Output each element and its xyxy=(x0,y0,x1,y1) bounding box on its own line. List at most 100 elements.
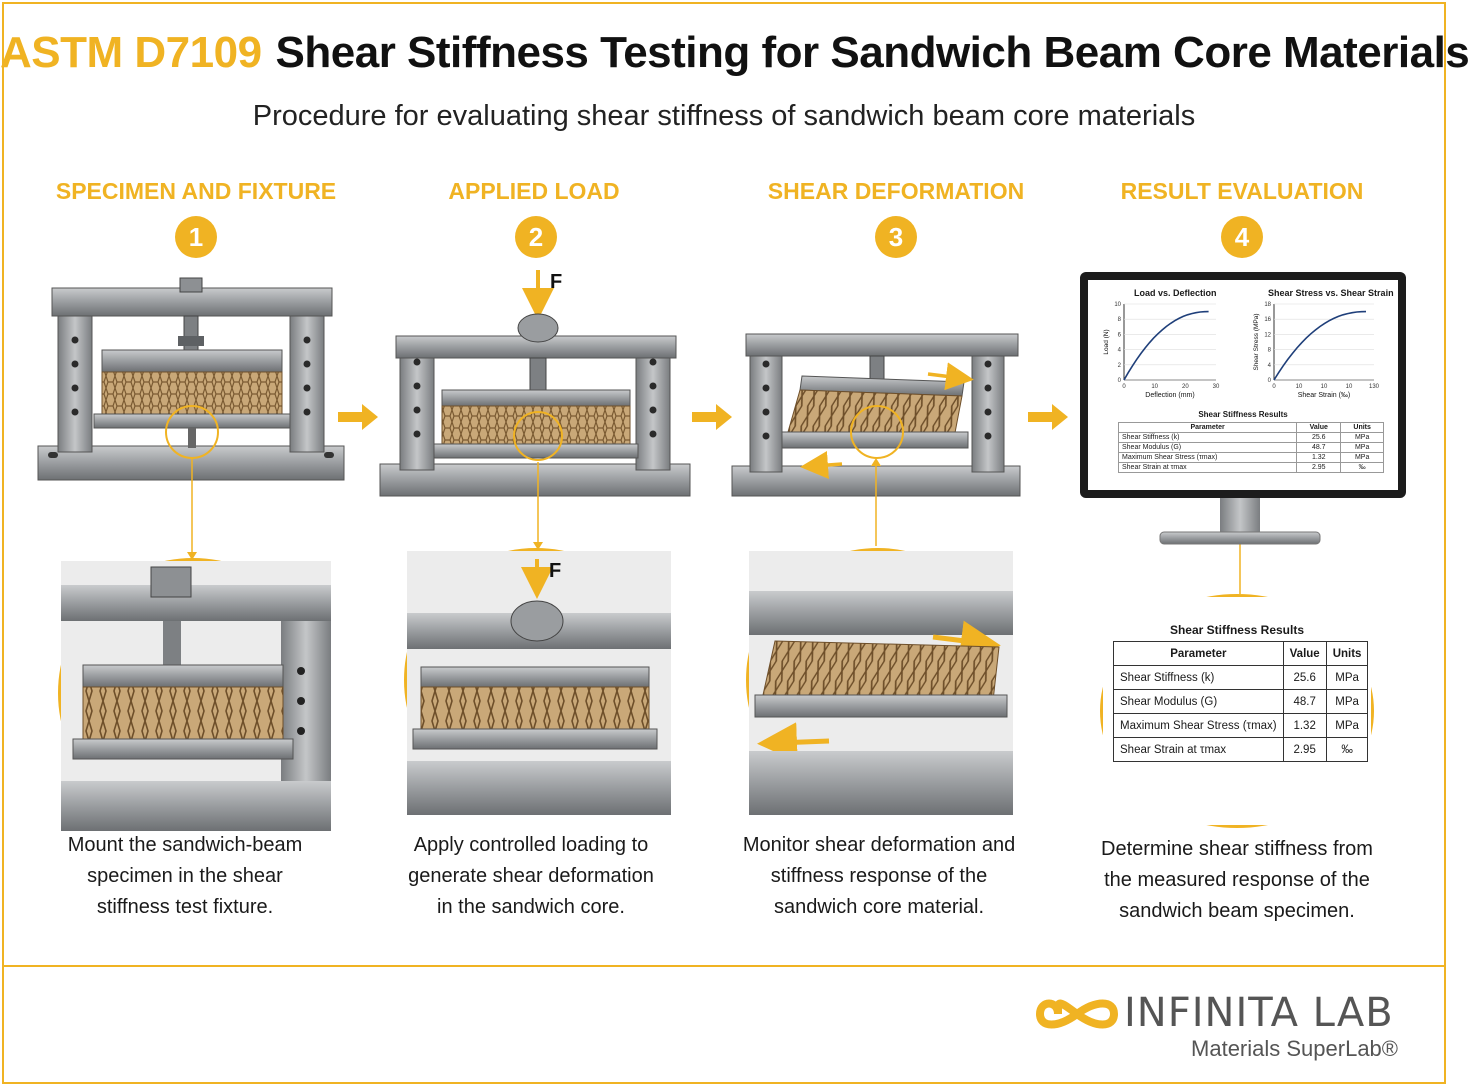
zoom-3-illustration xyxy=(749,551,1013,815)
col-value: Value xyxy=(1282,641,1327,666)
caption-line: Monitor shear deformation and xyxy=(742,834,1016,856)
monitor-cell: 25.6 xyxy=(1296,432,1342,443)
brand-name: INFINITA LAB xyxy=(1124,990,1394,1036)
monitor-cell: MPa xyxy=(1340,452,1384,463)
step-2-number: 2 xyxy=(515,216,557,258)
step-3-caption: Monitor shear deformation and stiffness … xyxy=(714,830,1044,923)
stress-chart-curve xyxy=(1273,310,1367,381)
zoom-results-table: Parameter Value Units Shear Stiffness (k… xyxy=(1113,641,1369,762)
monitor-results-title: Shear Stiffness Results xyxy=(1198,410,1288,419)
flow-arrow-3 xyxy=(1028,404,1068,430)
col-units: Units xyxy=(1325,641,1369,666)
monitor-cell: MPa xyxy=(1340,432,1384,443)
caption-line: the measured response of the xyxy=(1104,869,1370,891)
step-3-heading: SHEAR DEFORMATION xyxy=(767,178,1025,204)
zoom-circle-3 xyxy=(746,548,1013,815)
table-cell: Maximum Shear Stress (τmax) xyxy=(1113,713,1284,738)
monitor-stand xyxy=(1159,498,1321,545)
monitor-cell: 2.95 xyxy=(1296,462,1342,473)
col-parameter: Parameter xyxy=(1113,641,1284,666)
zoom-circle-4: Shear Stiffness Results Parameter Value … xyxy=(1100,594,1374,828)
monitor-row: Maximum Shear Stress (τmax) 1.32 MPa xyxy=(1117,452,1384,463)
flow-arrow-2 xyxy=(692,404,732,430)
stress-chart-y-tick: 8 xyxy=(1268,348,1272,354)
load-chart-x-tick: 10 xyxy=(1151,384,1158,390)
caption-line: Determine shear stiffness from xyxy=(1101,838,1373,860)
right-chart-title: Shear Stress vs. Shear Strain xyxy=(1268,288,1394,298)
stress-chart-x-tick: 10 xyxy=(1346,384,1353,390)
table-row: Shear Modulus (G) 48.7 MPa xyxy=(1113,689,1369,714)
title-text: Shear Stiffness Testing for Sandwich Bea… xyxy=(275,28,1469,77)
brand-logo: INFINITA LAB Materials SuperLab® xyxy=(1035,986,1398,1066)
monitor-display: Load vs. Deflection Shear Stress vs. She… xyxy=(1088,280,1398,490)
caption-line: sandwich beam specimen. xyxy=(1119,900,1355,922)
load-chart-y-tick: 0 xyxy=(1118,378,1122,384)
stress-chart-y-tick: 0 xyxy=(1268,378,1272,384)
load-chart-x-label: Deflection (mm) xyxy=(1145,392,1194,399)
step-3-number: 3 xyxy=(875,216,917,258)
caption-line: Mount the sandwich-beam xyxy=(67,834,303,856)
step-1-number: 1 xyxy=(175,216,217,258)
stress-chart-y-tick: 12 xyxy=(1264,332,1271,338)
load-chart-x-tick: 30 xyxy=(1213,384,1220,390)
table-cell: Shear Stiffness (k) xyxy=(1113,665,1284,690)
step-4-caption: Determine shear stiffness from the measu… xyxy=(1072,834,1402,927)
stress-chart-x-tick: 10 xyxy=(1321,384,1328,390)
monitor-cell: 48.7 xyxy=(1296,442,1342,453)
results-monitor: Load vs. Deflection Shear Stress vs. She… xyxy=(1080,272,1406,498)
monitor-cell: Shear Stiffness (k) xyxy=(1117,432,1298,443)
table-cell: Shear Modulus (G) xyxy=(1113,689,1284,714)
left-chart-title: Load vs. Deflection xyxy=(1134,288,1217,298)
zoom-2-illustration: F xyxy=(407,551,671,815)
table-cell: MPa xyxy=(1325,689,1369,714)
step-4-heading: RESULT EVALUATION xyxy=(1120,178,1364,204)
step-2-heading: APPLIED LOAD xyxy=(448,178,620,204)
load-chart-y-tick: 2 xyxy=(1118,363,1122,369)
stress-chart-x-tick: 130 xyxy=(1369,384,1380,390)
caption-line: specimen in the shear xyxy=(87,865,283,887)
monitor-col-parameter: Parameter xyxy=(1117,422,1298,433)
load-chart-x-tick: 0 xyxy=(1122,384,1126,390)
table-cell: ‰ xyxy=(1325,737,1369,762)
caption-line: Apply controlled loading to xyxy=(413,834,649,856)
fixture-2-illustration: F xyxy=(379,270,691,497)
stress-chart-x-tick: 0 xyxy=(1272,384,1276,390)
monitor-row: Shear Stiffness (k) 25.6 MPa xyxy=(1117,432,1384,443)
table-row: Shear Stiffness (k) 25.6 MPa xyxy=(1113,665,1369,690)
step-1-heading: SPECIMEN AND FIXTURE xyxy=(55,178,337,204)
stress-chart-x-tick: 10 xyxy=(1296,384,1303,390)
page-frame xyxy=(2,2,1446,1084)
monitor-col-units: Units xyxy=(1340,422,1384,433)
zoom-circle-2: F xyxy=(404,548,671,815)
stress-chart-y-label: Shear Stress (MPa) xyxy=(1253,313,1260,370)
table-cell: 48.7 xyxy=(1282,689,1327,714)
caption-line: stiffness response of the xyxy=(770,865,988,887)
caption-line: in the sandwich core. xyxy=(437,896,625,918)
step-4-number: 4 xyxy=(1221,216,1263,258)
monitor-cell: ‰ xyxy=(1340,462,1384,473)
monitor-cell: Shear Strain at τmax xyxy=(1117,462,1298,473)
monitor-cell: Maximum Shear Stress (τmax) xyxy=(1117,452,1298,463)
footer-divider xyxy=(2,965,1446,967)
caption-line: stiffness test fixture. xyxy=(96,896,274,918)
zoom-circle-1 xyxy=(58,558,331,831)
load-chart-y-tick: 10 xyxy=(1114,302,1121,308)
stress-chart-y-tick: 4 xyxy=(1268,363,1272,369)
standard-code: ASTM D7109 xyxy=(0,28,262,77)
table-cell: 1.32 xyxy=(1282,713,1327,738)
table-cell: MPa xyxy=(1325,665,1369,690)
table-cell: Shear Strain at τmax xyxy=(1113,737,1284,762)
load-chart-x-tick: 20 xyxy=(1182,384,1189,390)
table-cell: MPa xyxy=(1325,713,1369,738)
zoom-results-panel: Shear Stiffness Results Parameter Value … xyxy=(1103,597,1371,825)
load-chart-y-tick: 4 xyxy=(1118,348,1122,354)
zoom-results-title: Shear Stiffness Results xyxy=(1169,623,1305,637)
force-label-2: F xyxy=(550,271,562,293)
page-subtitle: Procedure for evaluating shear stiffness… xyxy=(252,100,1196,132)
zoom-1-illustration xyxy=(61,561,331,831)
table-cell: 25.6 xyxy=(1282,665,1327,690)
infinity-icon xyxy=(1035,999,1119,1029)
monitor-cell: 1.32 xyxy=(1296,452,1342,463)
monitor-col-value: Value xyxy=(1296,422,1342,433)
